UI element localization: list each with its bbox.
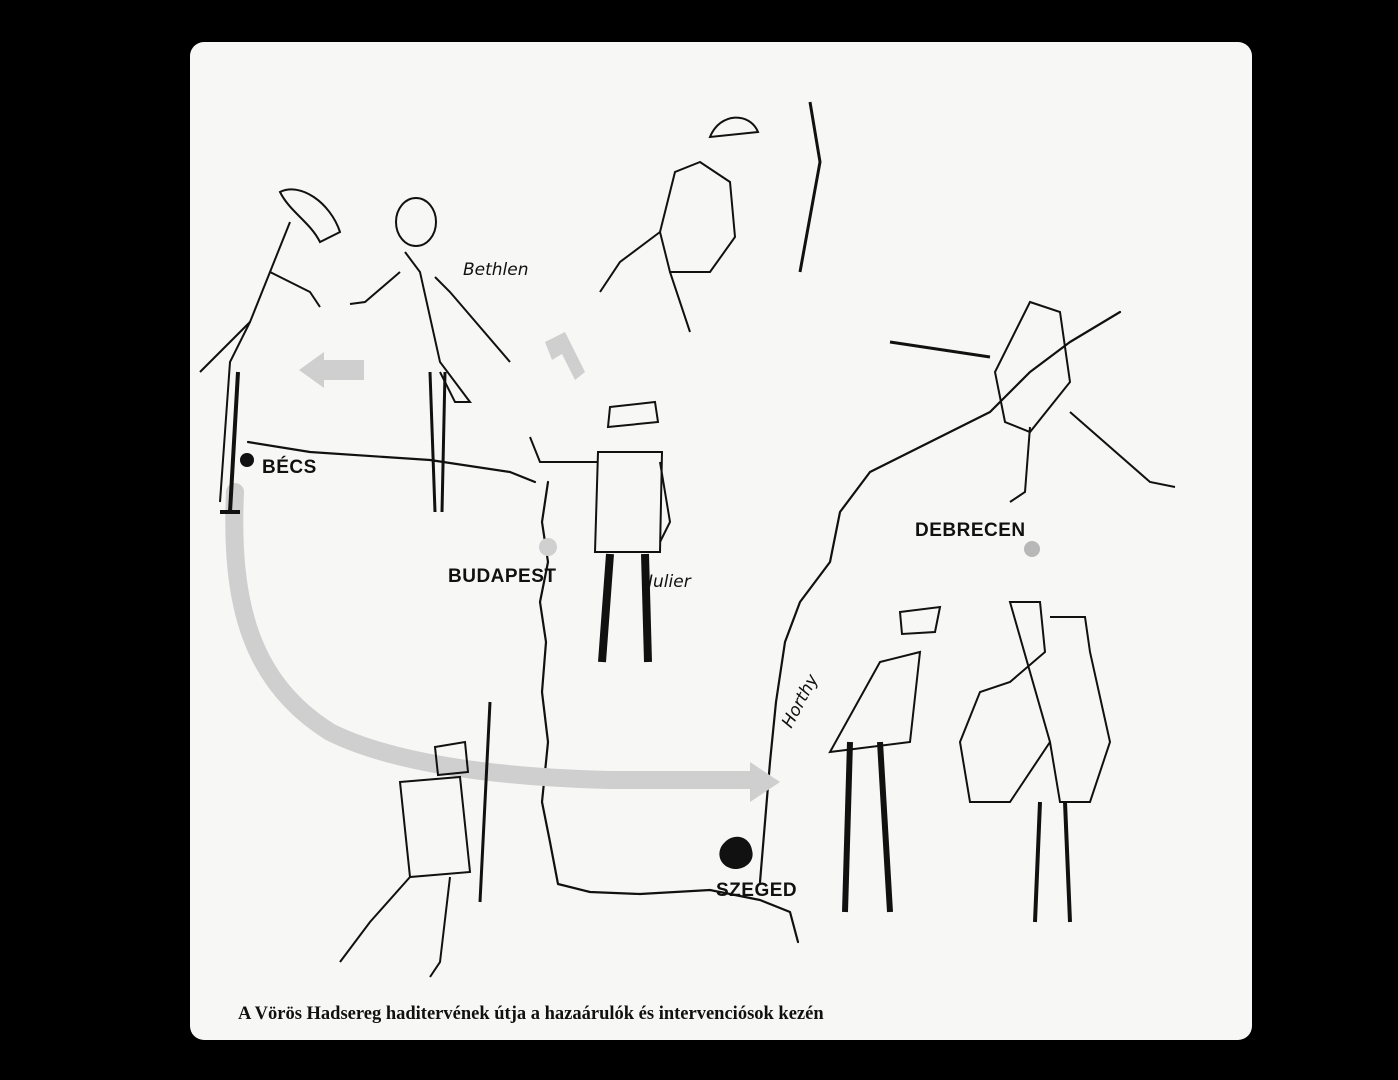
name-label-bethlen: Bethlen bbox=[463, 260, 529, 280]
figure-austrian-officer bbox=[199, 188, 342, 514]
city-label-debrecen: DEBRECEN bbox=[915, 520, 1026, 541]
border-line-east bbox=[758, 310, 1122, 884]
city-label-becs: BÉCS bbox=[262, 457, 317, 478]
becs-dot bbox=[240, 453, 254, 467]
route-arrow bbox=[225, 483, 759, 789]
city-label-szeged: SZEGED bbox=[716, 880, 798, 901]
figure-kneeling-soldier bbox=[339, 701, 492, 978]
figure-julier bbox=[529, 400, 672, 663]
city-label-budapest: BUDAPEST bbox=[448, 566, 557, 587]
budapest-dot bbox=[539, 538, 557, 556]
border-line-north bbox=[246, 440, 537, 484]
danube-river bbox=[538, 480, 800, 944]
figure-horthy-group bbox=[828, 601, 1112, 923]
caption: A Vörös Hadsereg haditervének útja a haz… bbox=[238, 1004, 824, 1024]
cartoon-slide: BÉCS BUDAPEST DEBRECEN SZEGED Bethlen Ju… bbox=[190, 42, 1252, 1040]
figure-romanian-soldier bbox=[889, 300, 1176, 503]
cartoon-illustration bbox=[199, 101, 1176, 978]
name-label-julier: Julier bbox=[648, 572, 691, 592]
route-arrow-head bbox=[750, 762, 780, 802]
arrow-to-becs bbox=[299, 352, 364, 388]
szeged-blot bbox=[719, 836, 753, 870]
debrecen-dot bbox=[1024, 541, 1040, 557]
figure-soldier-top bbox=[599, 101, 822, 333]
figure-bethlen bbox=[349, 197, 511, 513]
arrow-up bbox=[545, 332, 585, 380]
